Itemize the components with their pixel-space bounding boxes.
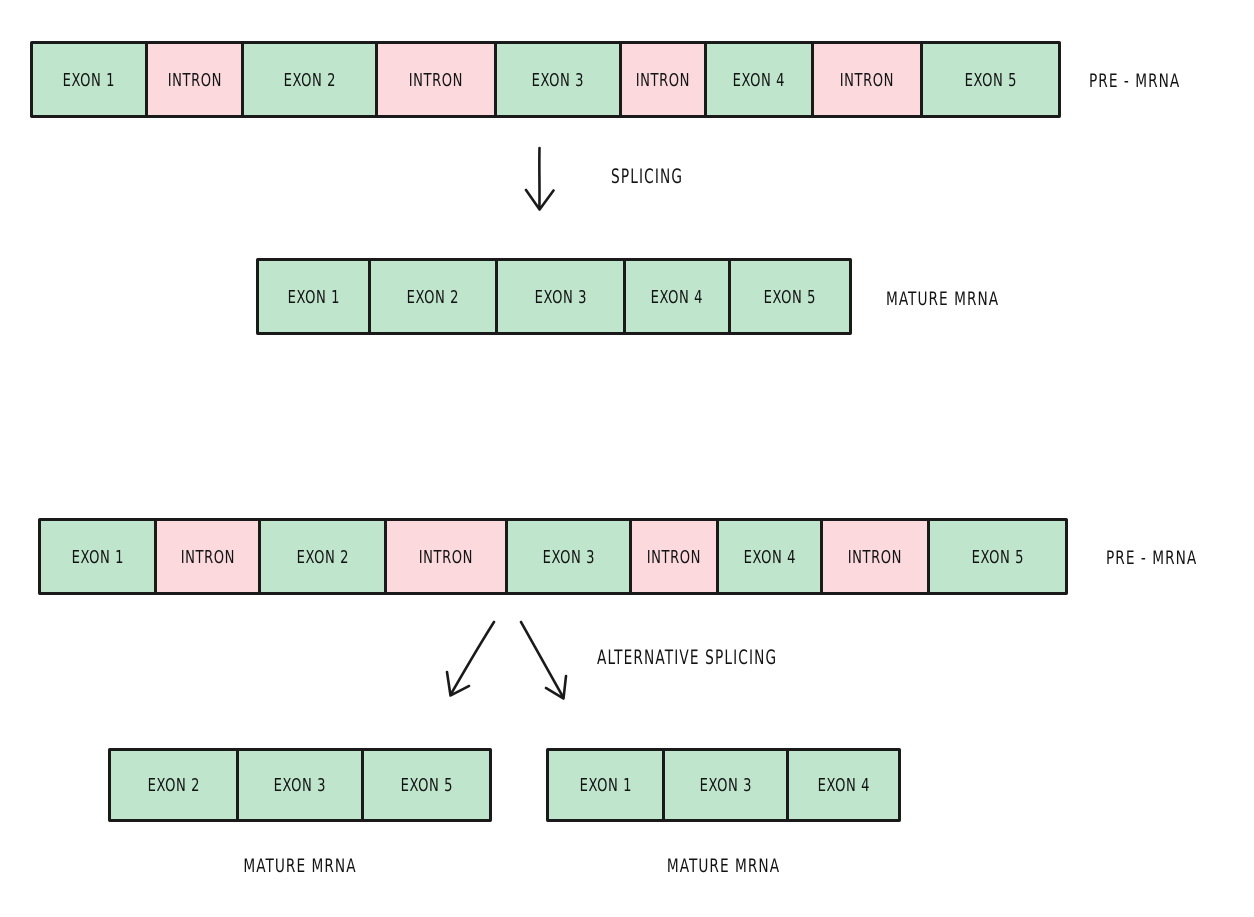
mature-mrna-top-label: MATURE MRNA: [886, 287, 1000, 310]
splicing-arrow-icon: [524, 146, 555, 211]
segment-intron-1: INTRON: [148, 44, 244, 115]
segment-label: INTRON: [646, 546, 701, 567]
segment-intron-3: INTRON: [631, 521, 720, 592]
alternative-splicing-arrow-left-icon: [445, 620, 496, 697]
segment-intron-4: INTRON: [814, 44, 923, 115]
segment-label: EXON 5: [400, 774, 453, 796]
segment-label: INTRON: [418, 546, 474, 567]
segment-label: EXON 3: [273, 774, 327, 796]
segment-label: EXON 1: [62, 69, 116, 90]
segment-exon-5: EXON 5: [731, 261, 849, 332]
segment-exon-3: EXON 3: [497, 261, 627, 332]
pre-mrna-top-label: PRE - MRNA: [1089, 69, 1181, 92]
alternative-splicing-process-label: ALTERNATIVE SPLICING: [597, 646, 778, 669]
segment-label: EXON 4: [651, 286, 704, 307]
segment-label: EXON 1: [71, 546, 124, 567]
segment-intron-4: INTRON: [823, 521, 930, 592]
segment-exon-1: EXON 1: [33, 44, 149, 115]
segment-label: EXON 2: [283, 69, 336, 90]
alternative-splicing-arrow-right-icon: [519, 620, 568, 700]
mature-mrna-top-strip: EXON 1 EXON 2 EXON 3 EXON 4 EXON 5: [256, 258, 852, 335]
segment-exon-3: EXON 3: [665, 751, 789, 819]
segment-exon-5: EXON 5: [929, 521, 1065, 592]
segment-exon-3: EXON 3: [508, 521, 632, 592]
segment-label: EXON 2: [406, 286, 459, 307]
segment-label: EXON 3: [534, 286, 587, 307]
mature-mrna-variant-right-caption: MATURE MRNA: [666, 854, 781, 877]
segment-exon-4: EXON 4: [626, 261, 732, 332]
segment-exon-1: EXON 1: [259, 261, 371, 332]
segment-label: EXON 5: [964, 69, 1017, 90]
pre-mrna-bottom-strip: EXON 1 INTRON EXON 2 INTRON EXON 3 INTRO…: [38, 518, 1068, 595]
segment-exon-2: EXON 2: [370, 261, 498, 332]
segment-label: EXON 3: [699, 774, 752, 796]
segment-label: INTRON: [408, 69, 464, 90]
segment-exon-3: EXON 3: [238, 751, 365, 819]
mature-mrna-variant-left-caption: MATURE MRNA: [243, 854, 357, 877]
segment-exon-2: EXON 2: [111, 751, 239, 819]
segment-label: EXON 1: [579, 774, 632, 796]
segment-intron-1: INTRON: [157, 521, 261, 592]
segment-label: INTRON: [635, 69, 690, 90]
segment-label: EXON 3: [531, 69, 585, 90]
segment-label: EXON 4: [817, 774, 870, 796]
segment-label: EXON 5: [763, 286, 817, 307]
segment-label: INTRON: [839, 69, 895, 90]
segment-label: EXON 2: [296, 546, 349, 567]
segment-exon-1: EXON 1: [41, 521, 158, 592]
segment-exon-2: EXON 2: [260, 521, 387, 592]
mature-mrna-variant-right-strip: EXON 1 EXON 3 EXON 4: [546, 748, 901, 822]
segment-exon-4: EXON 4: [788, 751, 898, 819]
segment-exon-3: EXON 3: [497, 44, 622, 115]
segment-label: EXON 1: [287, 286, 340, 307]
segment-exon-4: EXON 4: [707, 44, 815, 115]
segment-exon-4: EXON 4: [719, 521, 824, 592]
segment-intron-2: INTRON: [378, 44, 498, 115]
segment-label: EXON 3: [542, 546, 595, 567]
pre-mrna-bottom-label: PRE - MRNA: [1106, 546, 1198, 569]
pre-mrna-top-strip: EXON 1 INTRON EXON 2 INTRON EXON 3 INTRO…: [30, 41, 1061, 118]
segment-label: INTRON: [847, 546, 903, 567]
segment-intron-2: INTRON: [386, 521, 509, 592]
segment-exon-2: EXON 2: [243, 44, 378, 115]
splicing-process-label: SPLICING: [611, 165, 684, 188]
segment-intron-3: INTRON: [621, 44, 708, 115]
segment-label: EXON 2: [147, 774, 200, 796]
mature-mrna-variant-left-strip: EXON 2 EXON 3 EXON 5: [108, 748, 492, 822]
segment-label: EXON 4: [743, 546, 796, 567]
segment-label: EXON 4: [733, 69, 786, 90]
segment-exon-5: EXON 5: [364, 751, 489, 819]
segment-exon-1: EXON 1: [549, 751, 666, 819]
segment-label: INTRON: [180, 546, 235, 567]
segment-label: INTRON: [167, 69, 222, 90]
segment-label: EXON 5: [971, 546, 1024, 567]
segment-exon-5: EXON 5: [922, 44, 1058, 115]
